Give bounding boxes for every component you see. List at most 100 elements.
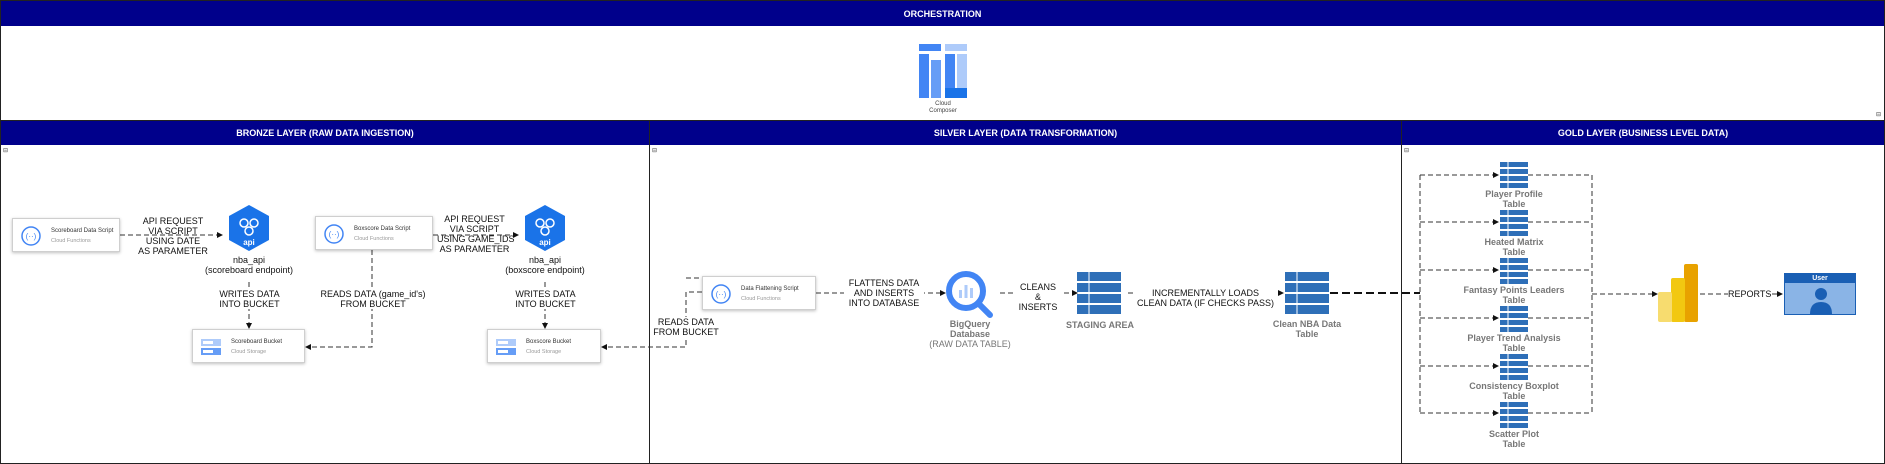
collapse-icon[interactable]: ⊟ [1876,112,1882,118]
line: VIA SCRIPT [148,226,198,236]
gold-header: GOLD LAYER (BUSINESS LEVEL DATA) [1402,121,1884,145]
line: FLATTENS DATA [848,278,920,288]
boxscore-script-card[interactable]: (··) Boxscore Data Script Cloud Function… [315,216,433,250]
line: (boxscore endpoint) [505,265,585,275]
reads-bucket-label: READS DATA FROM BUCKET [652,317,720,337]
line: & [1034,292,1041,302]
reports-label: REPORTS [1728,289,1772,299]
gold-table-icon[interactable] [1500,402,1528,428]
composer-label-2: Composer [929,108,957,114]
line: Scatter Plot [1488,429,1539,439]
line: INCREMENTALLY LOADS [1151,288,1260,298]
card-subtitle: Cloud Functions [741,296,781,302]
line: READS DATA [657,317,715,327]
card-title: Boxscore Bucket [526,339,572,345]
gold-table-icon[interactable] [1500,162,1528,188]
line: CLEANS [1019,282,1056,292]
cloud-storage-icon [496,339,516,355]
line: INTO DATABASE [848,298,920,308]
gold-table-icon[interactable] [1500,306,1528,332]
composer-label-1: Cloud [935,101,951,107]
line: WRITES DATA [515,289,576,299]
line: API REQUEST [142,216,204,226]
line: Database [949,329,991,339]
cloud-functions-icon: (··) [324,224,344,244]
card-subtitle: Cloud Storage [526,349,562,355]
gold-table-icon[interactable] [1500,354,1528,380]
api-badge-text: api [243,238,255,247]
api-badge-text: api [539,238,551,247]
line: Table [1502,343,1526,353]
line: (RAW DATA TABLE) [929,339,1011,349]
flatten-script-card[interactable]: (··) Data Flattening Script Cloud Functi… [702,276,816,310]
line: API REQUEST [444,214,505,224]
bigquery-icon[interactable] [945,270,993,318]
gold-table-icon[interactable] [1500,210,1528,236]
orchestration-header: ORCHESTRATION [1,1,1884,26]
line: READS DATA (game_id's) [320,289,426,299]
api1-request-label: API REQUEST VIA SCRIPT USING DATE AS PAR… [138,216,208,256]
line: FROM BUCKET [340,299,406,309]
power-bi-icon[interactable] [1656,264,1700,324]
silver-collapse-icon[interactable]: ⊟ [652,148,658,154]
cloud-composer-icon[interactable] [917,42,969,102]
staging-table-icon[interactable] [1077,272,1121,316]
api1-label: nba_api (scoreboard endpoint) [199,255,299,275]
writes-label-2: WRITES DATA INTO BUCKET [508,289,583,309]
line: Table [1502,391,1526,401]
user-card[interactable]: User [1784,273,1856,315]
line: INTO BUCKET [515,299,576,309]
gold-collapse-icon[interactable]: ⊟ [1404,148,1410,154]
line: Fantasy Points Leaders [1463,285,1565,295]
card-title: Data Flattening Script [741,286,799,292]
card-subtitle: Cloud Functions [354,236,394,242]
cloud-storage-icon [201,339,221,355]
boxscore-bucket-card[interactable]: Boxscore Bucket Cloud Storage [487,329,601,363]
bronze-collapse-icon[interactable]: ⊟ [3,148,9,154]
svg-text:(··): (··) [716,290,727,299]
bronze-header: BRONZE LAYER (RAW DATA INGESTION) [1,121,649,145]
line: Table [1502,247,1526,257]
scoreboard-bucket-card[interactable]: Scoreboard Bucket Cloud Storage [192,329,305,363]
api-icon[interactable]: api [224,203,274,253]
line: USING DATE [145,236,201,246]
line: Table [1502,439,1526,449]
svg-text:(··): (··) [26,232,37,241]
line: Player Trend Analysis [1467,333,1561,343]
line: Table [1502,199,1526,209]
user-icon [1810,288,1832,314]
card-subtitle: Cloud Storage [231,349,267,355]
line: nba_api [232,255,266,265]
gold-table-icon[interactable] [1500,258,1528,284]
cloud-functions-icon: (··) [21,226,41,246]
card-title: Scoreboard Data Script [51,228,114,234]
svg-text:(··): (··) [329,230,340,239]
line: INSERTS [1018,302,1058,312]
line: FROM BUCKET [653,327,719,337]
line: VIA SCRIPT [449,224,500,234]
line: USING GAME_IDS [437,234,515,244]
scoreboard-script-card[interactable]: (··) Scoreboard Data Script Cloud Functi… [12,218,120,252]
api-icon[interactable]: api [520,203,570,253]
api2-request-label: API REQUEST VIA SCRIPT USING GAME_IDS AS… [437,214,515,254]
card-subtitle: Cloud Functions [51,238,91,244]
line: CLEAN DATA (IF CHECKS PASS) [1136,298,1275,308]
line: (scoreboard endpoint) [204,265,294,275]
user-card-header: User [1785,274,1855,283]
line: Consistency Boxplot [1469,381,1559,391]
clean-table-label: Clean NBA Data Table [1267,319,1347,339]
line: BigQuery [949,319,991,329]
card-title: Scoreboard Bucket [231,339,283,345]
line: nba_api [528,255,562,265]
card-title: Boxscore Data Script [354,226,411,232]
line: Player Profile [1485,189,1543,199]
clean-table-icon[interactable] [1285,272,1329,316]
silver-header: SILVER LAYER (DATA TRANSFORMATION) [650,121,1401,145]
line: Table [1295,329,1319,339]
